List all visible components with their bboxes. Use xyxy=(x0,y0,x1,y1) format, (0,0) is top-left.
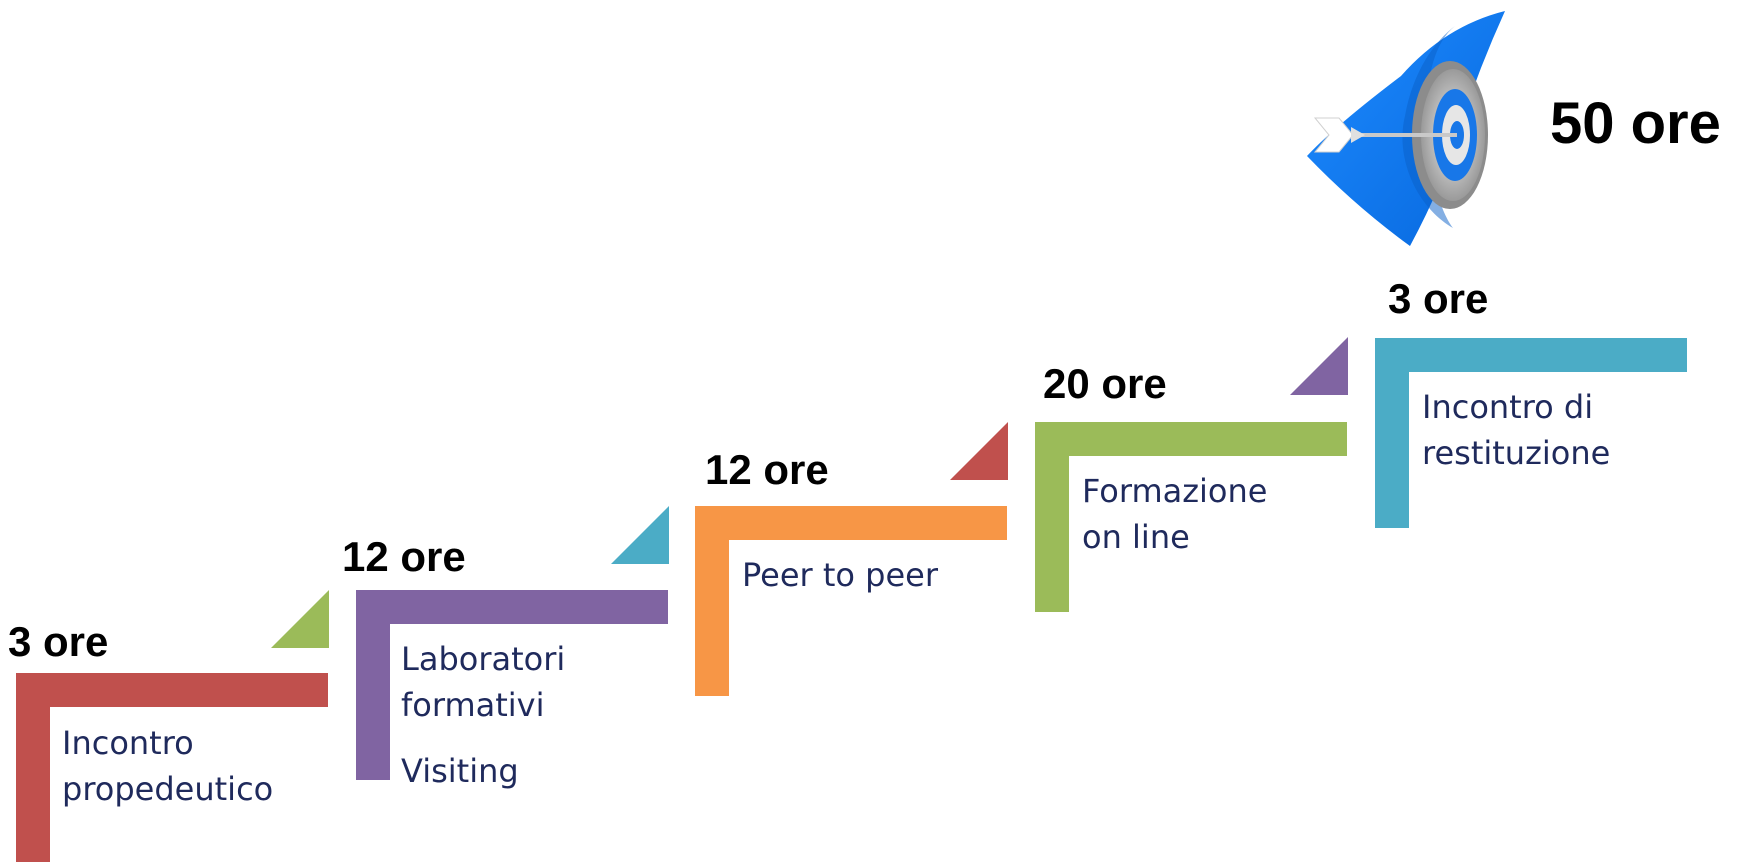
step-2-label-line-1: Laboratori xyxy=(401,640,566,678)
step-1-label-line-2: propedeutico xyxy=(62,770,274,808)
step-2-top-bar xyxy=(356,590,668,624)
step-3-side-bar xyxy=(695,506,729,696)
step-5-label-line-2: restituzione xyxy=(1422,434,1611,472)
total-hours: 50 ore xyxy=(1550,91,1721,156)
step-5-top-bar xyxy=(1375,338,1687,372)
step-3-triangle xyxy=(950,422,1008,480)
step-2-side-bar xyxy=(356,590,390,780)
step-5-label-line-1: Incontro di xyxy=(1422,388,1594,426)
step-3-hours: 12 ore xyxy=(705,446,829,493)
step-1-side-bar xyxy=(16,673,50,862)
step-3-label-line-1: Peer to peer xyxy=(742,556,938,594)
step-3-top-bar xyxy=(695,506,1007,540)
step-4-hours: 20 ore xyxy=(1043,360,1167,407)
step-1-triangle xyxy=(271,590,329,648)
step-1-label-line-1: Incontro xyxy=(62,724,194,762)
step-5-hours: 3 ore xyxy=(1388,275,1489,322)
step-4-label-line-2: on line xyxy=(1082,518,1190,556)
bullseye-target-icon xyxy=(1307,11,1505,246)
step-4-label-line-1: Formazione xyxy=(1082,472,1268,510)
step-2-label-line-3: Visiting xyxy=(401,752,519,790)
step-2-triangle xyxy=(611,506,669,564)
step-1-hours: 3 ore xyxy=(8,618,109,665)
step-2-label-line-2: formativi xyxy=(401,686,545,724)
step-2-hours: 12 ore xyxy=(342,533,466,580)
step-5-side-bar xyxy=(1375,338,1409,528)
step-1-top-bar xyxy=(16,673,328,707)
step-4-side-bar xyxy=(1035,422,1069,612)
step-4-triangle xyxy=(1290,337,1348,395)
step-4-top-bar xyxy=(1035,422,1347,456)
